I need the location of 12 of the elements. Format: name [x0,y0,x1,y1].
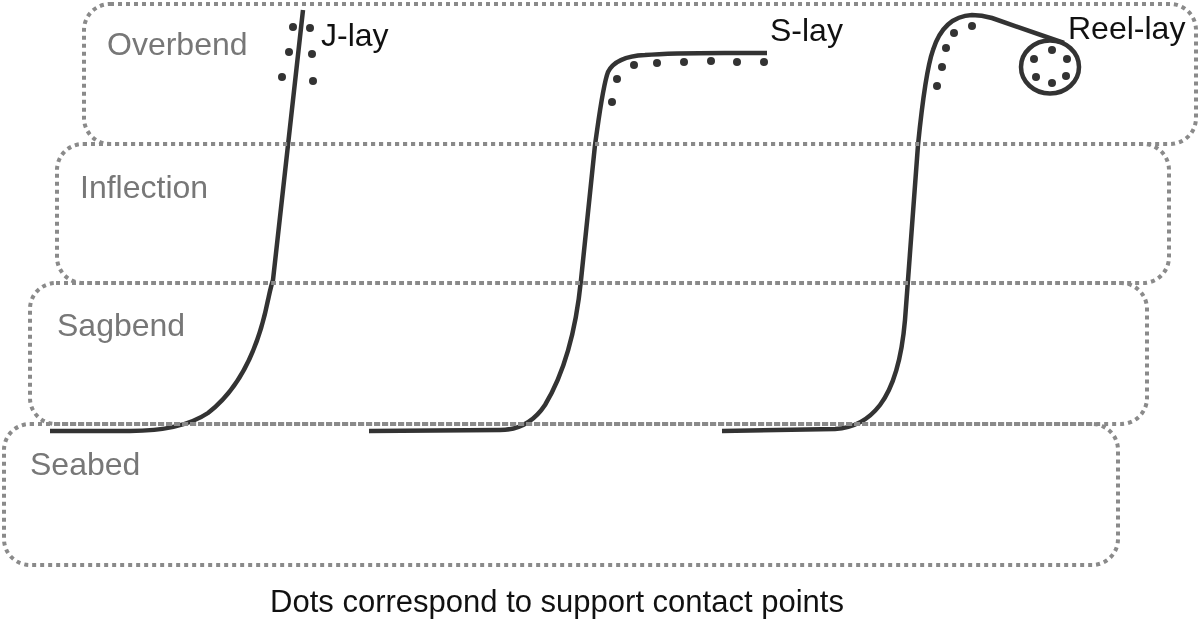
caption: Dots correspond to support contact points [269,586,845,617]
zone-label: Overbend [107,28,248,60]
lay-method-label: Reel-lay [1068,12,1186,44]
dotted-zone [55,142,1171,285]
dotted-zone [28,281,1149,426]
lay-method-label: S-lay [770,14,843,46]
dotted-zone [2,422,1120,567]
zone-label: Seabed [30,448,141,480]
zone-label: Inflection [80,171,209,203]
lay-method-label: J-lay [321,19,389,51]
zone-label: Sagbend [57,309,186,341]
dotted-zone [82,2,1198,146]
